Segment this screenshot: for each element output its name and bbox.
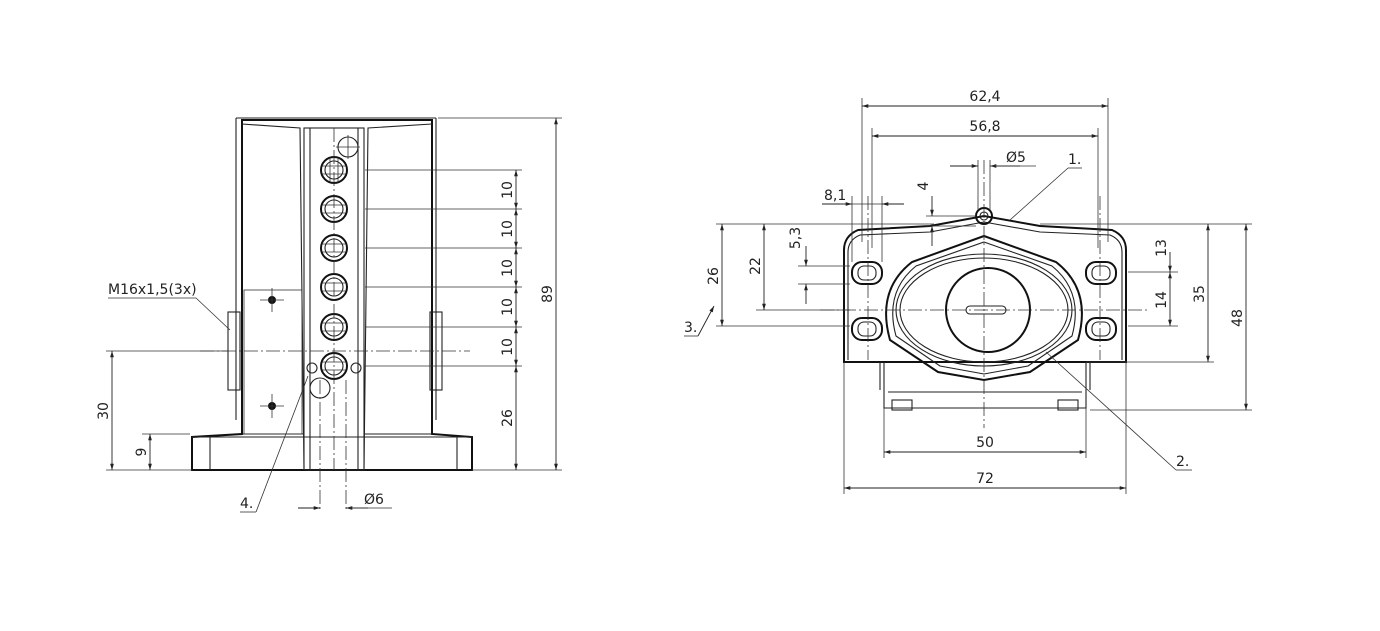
callout-4: 4.	[240, 496, 253, 512]
right-base	[883, 362, 1087, 409]
dim-right-48: 48	[1230, 309, 1246, 327]
mount-slot-br	[1085, 317, 1117, 341]
dim-right-35: 35	[1192, 285, 1208, 303]
dim-pitch-5: 10	[500, 338, 516, 356]
callout-1: 1.	[1068, 152, 1081, 168]
callout-2: 2.	[1176, 454, 1189, 470]
left-base-flange	[191, 119, 473, 471]
dim-bottom-50: 50	[976, 435, 994, 451]
dim-right-13: 13	[1154, 239, 1170, 257]
dim-total-height: 89	[540, 285, 556, 303]
mount-slot-tr	[1085, 261, 1117, 285]
mount-slot-bl	[851, 317, 883, 341]
dim-overall-top: 62,4	[969, 89, 1000, 105]
dim-flange-height: 9	[134, 448, 150, 457]
dim-hole-spacing: 56,8	[969, 119, 1000, 135]
dim-slot-width: 8,1	[824, 188, 846, 204]
dim-port-diameter: Ø6	[364, 492, 384, 508]
dim-center-height: 30	[96, 402, 112, 420]
dim-pitch-4: 10	[500, 298, 516, 316]
right-view: 62,4 56,8 Ø5 4 8,1 26 22 5,3	[684, 89, 1252, 494]
dim-pin-height: 4	[916, 181, 932, 190]
dim-pitch-1: 10	[500, 181, 516, 199]
left-housing	[241, 123, 305, 469]
thread-label: M16x1,5(3x)	[108, 282, 197, 298]
dim-pitch-3: 10	[500, 259, 516, 277]
dim-left-5-3: 5,3	[788, 227, 804, 249]
right-body-outline	[843, 214, 1127, 363]
mount-slot-tl	[851, 261, 883, 285]
dim-base-to-port: 26	[500, 409, 516, 427]
dim-pin-diameter: Ø5	[1006, 150, 1026, 166]
dim-left-22: 22	[748, 257, 764, 275]
dim-left-26: 26	[706, 267, 722, 285]
dim-bottom-72: 72	[976, 471, 994, 487]
left-view: 10 10 10 10 10 26 89 30 9 M16x1,5(3x) Ø6…	[96, 117, 562, 513]
callout-3: 3.	[684, 320, 697, 336]
dim-right-14: 14	[1154, 291, 1170, 309]
dim-pitch-2: 10	[500, 220, 516, 238]
